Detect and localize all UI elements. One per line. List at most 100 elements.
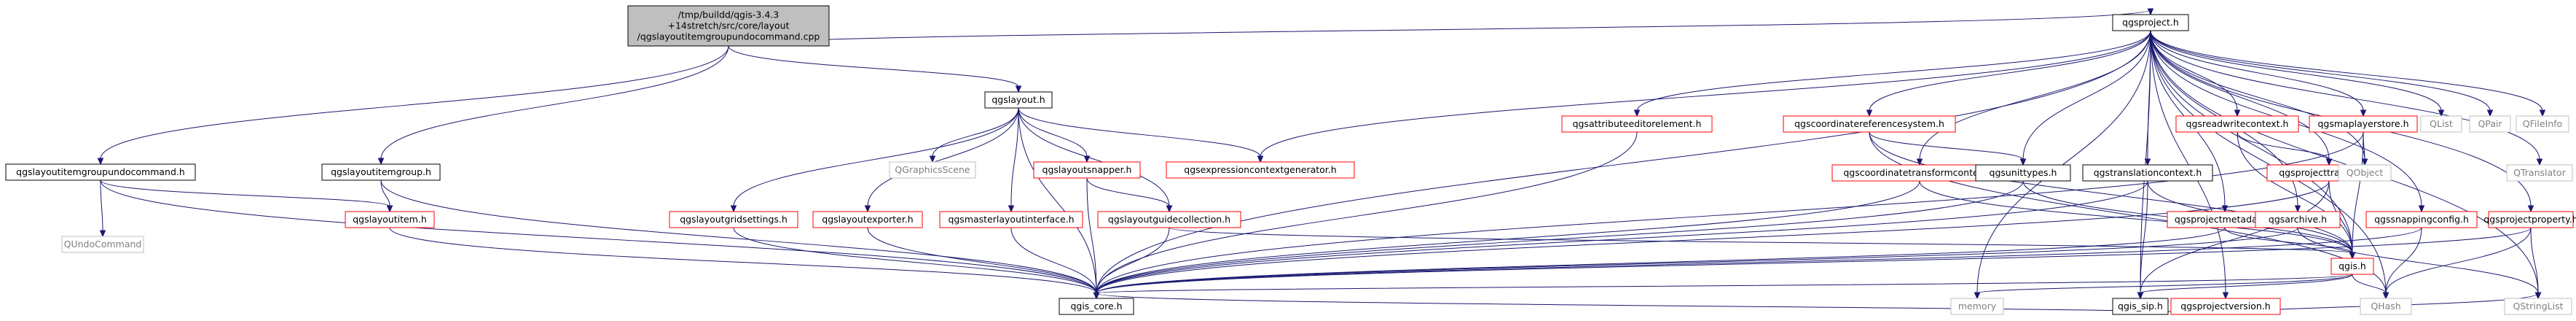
edge-line: [1018, 107, 1170, 207]
node-qgslayoutsnapper-h[interactable]: qgslayoutsnapper.h: [1033, 161, 1141, 179]
node-box: [2255, 211, 2341, 228]
node-qgssnappingconfig-h[interactable]: qgssnappingconfig.h: [2365, 211, 2478, 228]
node-box: [2112, 298, 2169, 315]
edge-line: [2150, 30, 2491, 112]
node-qgslayoutitem-h[interactable]: qgslayoutitem.h: [345, 211, 435, 228]
node-qgsprojectversion-h[interactable]: qgsprojectversion.h: [2170, 298, 2281, 315]
node-label: QUndoCommand: [64, 239, 142, 250]
node-qgsproject-h[interactable]: qgsproject.h: [2112, 14, 2189, 31]
edge-line: [2140, 180, 2330, 294]
edge-qgsarchive_h-to-qgis_core_h: [1093, 227, 2298, 300]
node-qgis-sip-h[interactable]: qgis_sip.h: [2112, 298, 2169, 315]
edge-line: [2150, 30, 2353, 254]
edge-line: [1096, 180, 2330, 294]
node-qgis-h[interactable]: qgis.h: [2330, 258, 2374, 275]
edge-line: [1018, 107, 1088, 158]
edge-qgslayoutitemgroupundocommand_h-to-qgis_core_h: [100, 179, 1100, 300]
edge-qgslayoutitemgroup_h-to-qgslayoutitem_h: [380, 179, 393, 213]
node-label: /qgslayoutitemgroupundocommand.cpp: [637, 31, 820, 42]
edge-line: [2150, 30, 2330, 160]
edge-arrowhead: [1008, 205, 1015, 213]
edge-line: [728, 9, 2151, 47]
edge-line: [733, 107, 1019, 207]
edge-qgslayout_h-to-qgslayoutguidecollection_h: [1018, 107, 1173, 213]
node-qgsexpressioncontextgenerator-h[interactable]: qgsexpressioncontextgenerator.h: [1166, 161, 1355, 179]
edge-qgsproject_h-to-qgsexpressioncontextgenerator_h: [1257, 30, 2151, 163]
node-qgsarchive-h[interactable]: qgsarchive.h: [2255, 211, 2341, 228]
node-label: qgsexpressioncontextgenerator.h: [1184, 164, 1336, 175]
edge-qgslayoutexporter_h-to-qgis_core_h: [867, 227, 1100, 300]
edge-qgis_h-to-qgis_core_h: [1093, 274, 2353, 300]
node-qgsmaplayerstore-h[interactable]: qgsmaplayerstore.h: [2309, 115, 2418, 133]
edge-root-to-qgslayout_h: [728, 45, 1022, 93]
edge-arrowhead: [2539, 109, 2546, 117]
node-label: qgsarchive.h: [2269, 214, 2327, 225]
node-qgslayoutexporter-h[interactable]: qgslayoutexporter.h: [812, 211, 923, 228]
edge-line: [867, 227, 1097, 294]
node-label: qgsprojectproperty.h: [2483, 214, 2576, 225]
edge-qgsproject_h-to-qgsunittypes_h: [2019, 30, 2151, 166]
node-label: QStringList: [2513, 301, 2564, 312]
edge-arrowhead: [1166, 205, 1173, 213]
edge-line: [1096, 180, 1920, 294]
node-box: [1166, 161, 1355, 179]
edge-arrowhead: [2361, 158, 2368, 166]
edge-line: [1086, 177, 1097, 294]
edge-line: [2224, 227, 2353, 254]
node-qgscoordinatetransformcontext-h[interactable]: qgscoordinatetransformcontext.h: [1831, 164, 2008, 182]
edge-line: [1010, 107, 1019, 207]
node-QObject: QObject: [2338, 164, 2392, 182]
edge-line: [1010, 227, 1097, 294]
edge-qgssnappingconfig_h-to-qgis_core_h: [1093, 227, 2422, 300]
edge-arrowhead: [1866, 109, 1873, 117]
node-qgslayoutitemgroupundocommand-h[interactable]: qgslayoutitemgroupundocommand.h: [5, 163, 196, 181]
edge-line: [2022, 30, 2151, 160]
edge-line: [1096, 227, 2422, 294]
node-qgsreadwritecontext-h[interactable]: qgsreadwritecontext.h: [2175, 115, 2299, 133]
node-qgslayoutgridsettings-h[interactable]: qgslayoutgridsettings.h: [669, 211, 798, 228]
edge-qgsproject_h-to-QPair: [2150, 30, 2494, 117]
edge-qgslayout_h-to-qgsmasterlayoutinterface_h: [1008, 107, 1019, 213]
node-label: qgsunittypes.h: [1990, 167, 2057, 178]
edge-line: [100, 179, 103, 232]
edge-line: [2530, 227, 2539, 294]
edge-root-to-qgslayoutitemgroupundocommand_h: [97, 45, 729, 166]
node-qgslayout-h[interactable]: qgslayout.h: [984, 91, 1053, 109]
node-qgslayoutitemgroup-h[interactable]: qgslayoutitemgroup.h: [321, 163, 441, 181]
edge-line: [1919, 180, 2353, 254]
edge-qgsreadwritecontext_h-to-qgsprojecttranslator_h: [2237, 131, 2333, 166]
node-root: /tmp/buildd/qgis-3.4.3+14stretch/src/cor…: [627, 5, 830, 47]
node-label: qgis_sip.h: [2118, 301, 2163, 312]
edge-qgis_h-to-QHash: [2352, 274, 2390, 300]
node-label: qgslayoutgridsettings.h: [680, 214, 788, 225]
node-label: qgis.h: [2339, 260, 2366, 271]
node-qgstranslationcontext-h[interactable]: qgstranslationcontext.h: [2082, 164, 2213, 182]
node-qgis-core-h[interactable]: qgis_core.h: [1059, 298, 1134, 315]
edge-line: [1096, 227, 2532, 294]
node-label: qgsproject.h: [2122, 17, 2179, 28]
node-qgsprojectmetadata-h[interactable]: qgsprojectmetadata.h: [2167, 211, 2283, 228]
node-qgsattributeeditorelement-h[interactable]: qgsattributeeditorelement.h: [1561, 115, 1713, 133]
edge-line: [380, 179, 390, 207]
edge-arrowhead: [2382, 292, 2390, 300]
node-box: [2309, 115, 2418, 133]
node-qgsmasterlayoutinterface-h[interactable]: qgsmasterlayoutinterface.h: [939, 211, 1083, 228]
node-box: [812, 211, 923, 228]
edge-arrowhead: [1633, 109, 1641, 117]
node-qgsprojectproperty-h[interactable]: qgsprojectproperty.h: [2483, 211, 2576, 228]
edge-qgsproject_h-to-qgscoordinatetransformcontext_h: [1916, 30, 2151, 166]
node-qgsunittypes-h[interactable]: qgsunittypes.h: [1975, 164, 2071, 182]
edge-qgsproject_h-to-qgscoordinatereferencesystem_h: [1866, 30, 2151, 117]
node-qgslayoutguidecollection-h[interactable]: qgslayoutguidecollection.h: [1097, 211, 1241, 228]
node-label: qgsreadwritecontext.h: [2186, 118, 2289, 129]
edge-line: [1976, 274, 2353, 294]
edge-line: [1169, 227, 2353, 254]
node-label: qgsprojectversion.h: [2180, 301, 2270, 312]
node-box: [61, 236, 144, 253]
node-qgscoordinatereferencesystem-h[interactable]: qgscoordinatereferencesystem.h: [1783, 115, 1956, 133]
edge-qgsproject_h-to-qgsattributeeditorelement_h: [1633, 30, 2151, 117]
edge-arrowhead: [2144, 158, 2151, 166]
node-box: [2420, 115, 2462, 133]
edge-arrowhead: [1015, 85, 1022, 93]
node-QUndoCommand: QUndoCommand: [61, 236, 144, 253]
